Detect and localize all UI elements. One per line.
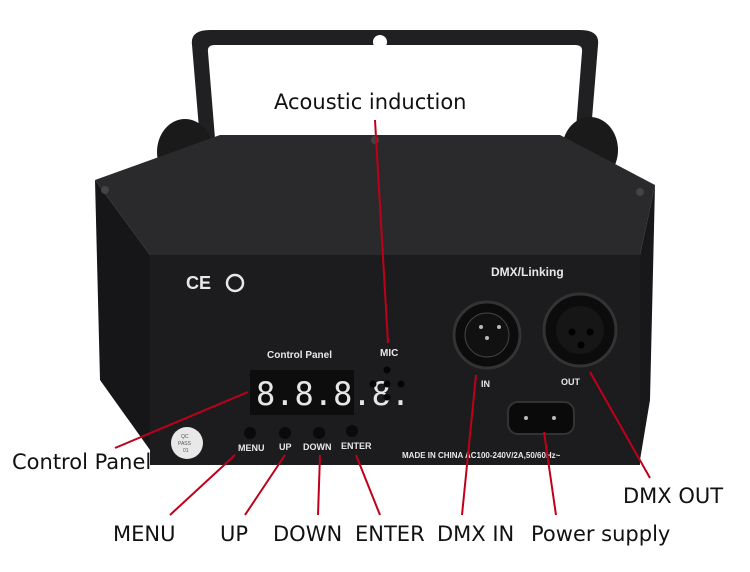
qc-sticker: QC PASS 01 [171, 427, 203, 459]
down-button[interactable] [313, 427, 325, 439]
control-panel-label: Control Panel [267, 350, 332, 361]
callout-power-supply: Power supply [531, 522, 671, 546]
svg-text:QC: QC [181, 434, 189, 440]
left-side [95, 180, 150, 450]
power-inlet[interactable] [507, 401, 575, 435]
mic-label: MIC [380, 348, 398, 359]
down-label: DOWN [303, 442, 332, 452]
svg-text:PASS: PASS [178, 441, 192, 447]
bracket-hole [373, 35, 387, 49]
led-display: 8.8.8.8. [256, 375, 410, 413]
up-button[interactable] [279, 427, 291, 439]
line-dmx-out [589, 371, 651, 479]
weee-icon [225, 273, 245, 293]
line-enter [355, 454, 381, 516]
callout-dmx-out: DMX OUT [623, 484, 724, 508]
right-side [640, 185, 655, 460]
menu-button[interactable] [244, 427, 256, 439]
line-control-panel [114, 391, 249, 449]
dmx-in-connector[interactable] [452, 300, 522, 370]
ce-mark: CE [186, 273, 211, 293]
dmx-out-connector[interactable] [542, 292, 618, 368]
callout-up: UP [220, 522, 249, 546]
callout-acoustic-induction: Acoustic induction [274, 90, 467, 114]
line-down [317, 454, 321, 516]
enter-label: ENTER [341, 441, 372, 451]
line-power [543, 431, 557, 516]
mic-holes [369, 366, 405, 401]
top-panel [95, 135, 655, 255]
line-up [244, 454, 286, 516]
callout-control-panel: Control Panel [12, 450, 152, 474]
callout-enter: ENTER [355, 522, 425, 546]
menu-label: MENU [238, 443, 265, 453]
up-label: UP [279, 442, 292, 452]
callout-menu: MENU [113, 522, 176, 546]
callout-dmx-in: DMX IN [437, 522, 515, 546]
svg-text:01: 01 [183, 448, 189, 454]
callout-lines [114, 119, 651, 516]
dmx-linking-label: DMX/Linking [491, 265, 564, 279]
line-acoustic [374, 119, 389, 344]
spec-label: MADE IN CHINA AC100-240V/2A,50/60Hz~ [402, 451, 561, 460]
line-dmx-in [461, 374, 477, 516]
in-label: IN [481, 379, 490, 389]
line-menu [169, 454, 236, 516]
out-label: OUT [561, 377, 581, 387]
callout-down: DOWN [273, 522, 343, 546]
led-display-frame [250, 370, 354, 415]
enter-button[interactable] [346, 425, 358, 437]
